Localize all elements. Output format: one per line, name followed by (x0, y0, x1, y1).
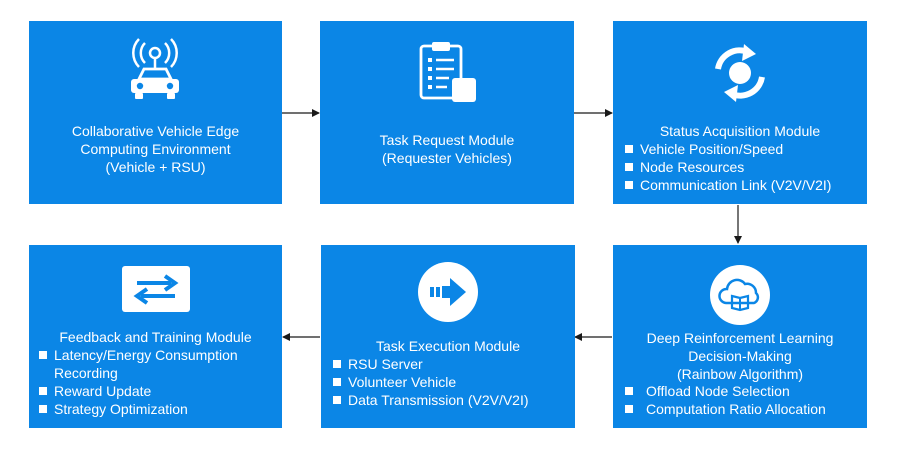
feedback-training-module-title: Feedback and Training Module (59, 329, 252, 345)
list-item: Computation Ratio Allocation (624, 400, 826, 418)
cloud-book-icon (708, 263, 772, 332)
list-item: Latency/Energy Consumption Recording (38, 346, 238, 382)
car-antenna-icon (125, 37, 185, 108)
list-item: Communication Link (V2V/V2I) (624, 176, 831, 194)
task-request-module-box: Task Request Module (Requester Vehicles) (320, 21, 574, 204)
task-execution-module-title: Task Execution Module (376, 338, 520, 354)
environment-module-title: Collaborative Vehicle Edge Computing Env… (71, 123, 240, 175)
feedback-training-module-box: Feedback and Training Module Latency/Ene… (29, 245, 282, 428)
environment-module-box: Collaborative Vehicle Edge Computing Env… (29, 21, 282, 204)
list-item: RSU Server (332, 355, 529, 373)
status-acquisition-module-box: Status Acquisition Module Vehicle Positi… (613, 21, 867, 204)
task-request-module-title: Task Request Module (Requester Vehicles) (379, 132, 515, 166)
list-item: Node Resources (624, 158, 831, 176)
list-item: Offload Node Selection (624, 382, 826, 400)
sync-icon (708, 41, 772, 110)
swap-icon (121, 265, 191, 318)
feedback-training-list: Latency/Energy Consumption Recording Rew… (38, 346, 238, 418)
list-item: Vehicle Position/Speed (624, 140, 831, 158)
list-item: Strategy Optimization (38, 400, 238, 418)
drl-decision-module-title: Deep Reinforcement Learning Decision-Mak… (646, 330, 834, 382)
list-item: Reward Update (38, 382, 238, 400)
arrow-right-circle-icon (416, 260, 480, 329)
status-acquisition-list: Vehicle Position/Speed Node Resources Co… (624, 140, 831, 194)
list-item: Data Transmission (V2V/V2I) (332, 391, 529, 409)
drl-decision-module-box: Deep Reinforcement Learning Decision-Mak… (613, 245, 867, 428)
task-execution-list: RSU Server Volunteer Vehicle Data Transm… (332, 355, 529, 409)
list-item: Volunteer Vehicle (332, 373, 529, 391)
task-execution-module-box: Task Execution Module RSU Server Volunte… (321, 245, 575, 428)
drl-decision-list: Offload Node Selection Computation Ratio… (624, 382, 826, 418)
clipboard-icon (419, 41, 479, 110)
status-acquisition-module-title: Status Acquisition Module (659, 123, 821, 139)
